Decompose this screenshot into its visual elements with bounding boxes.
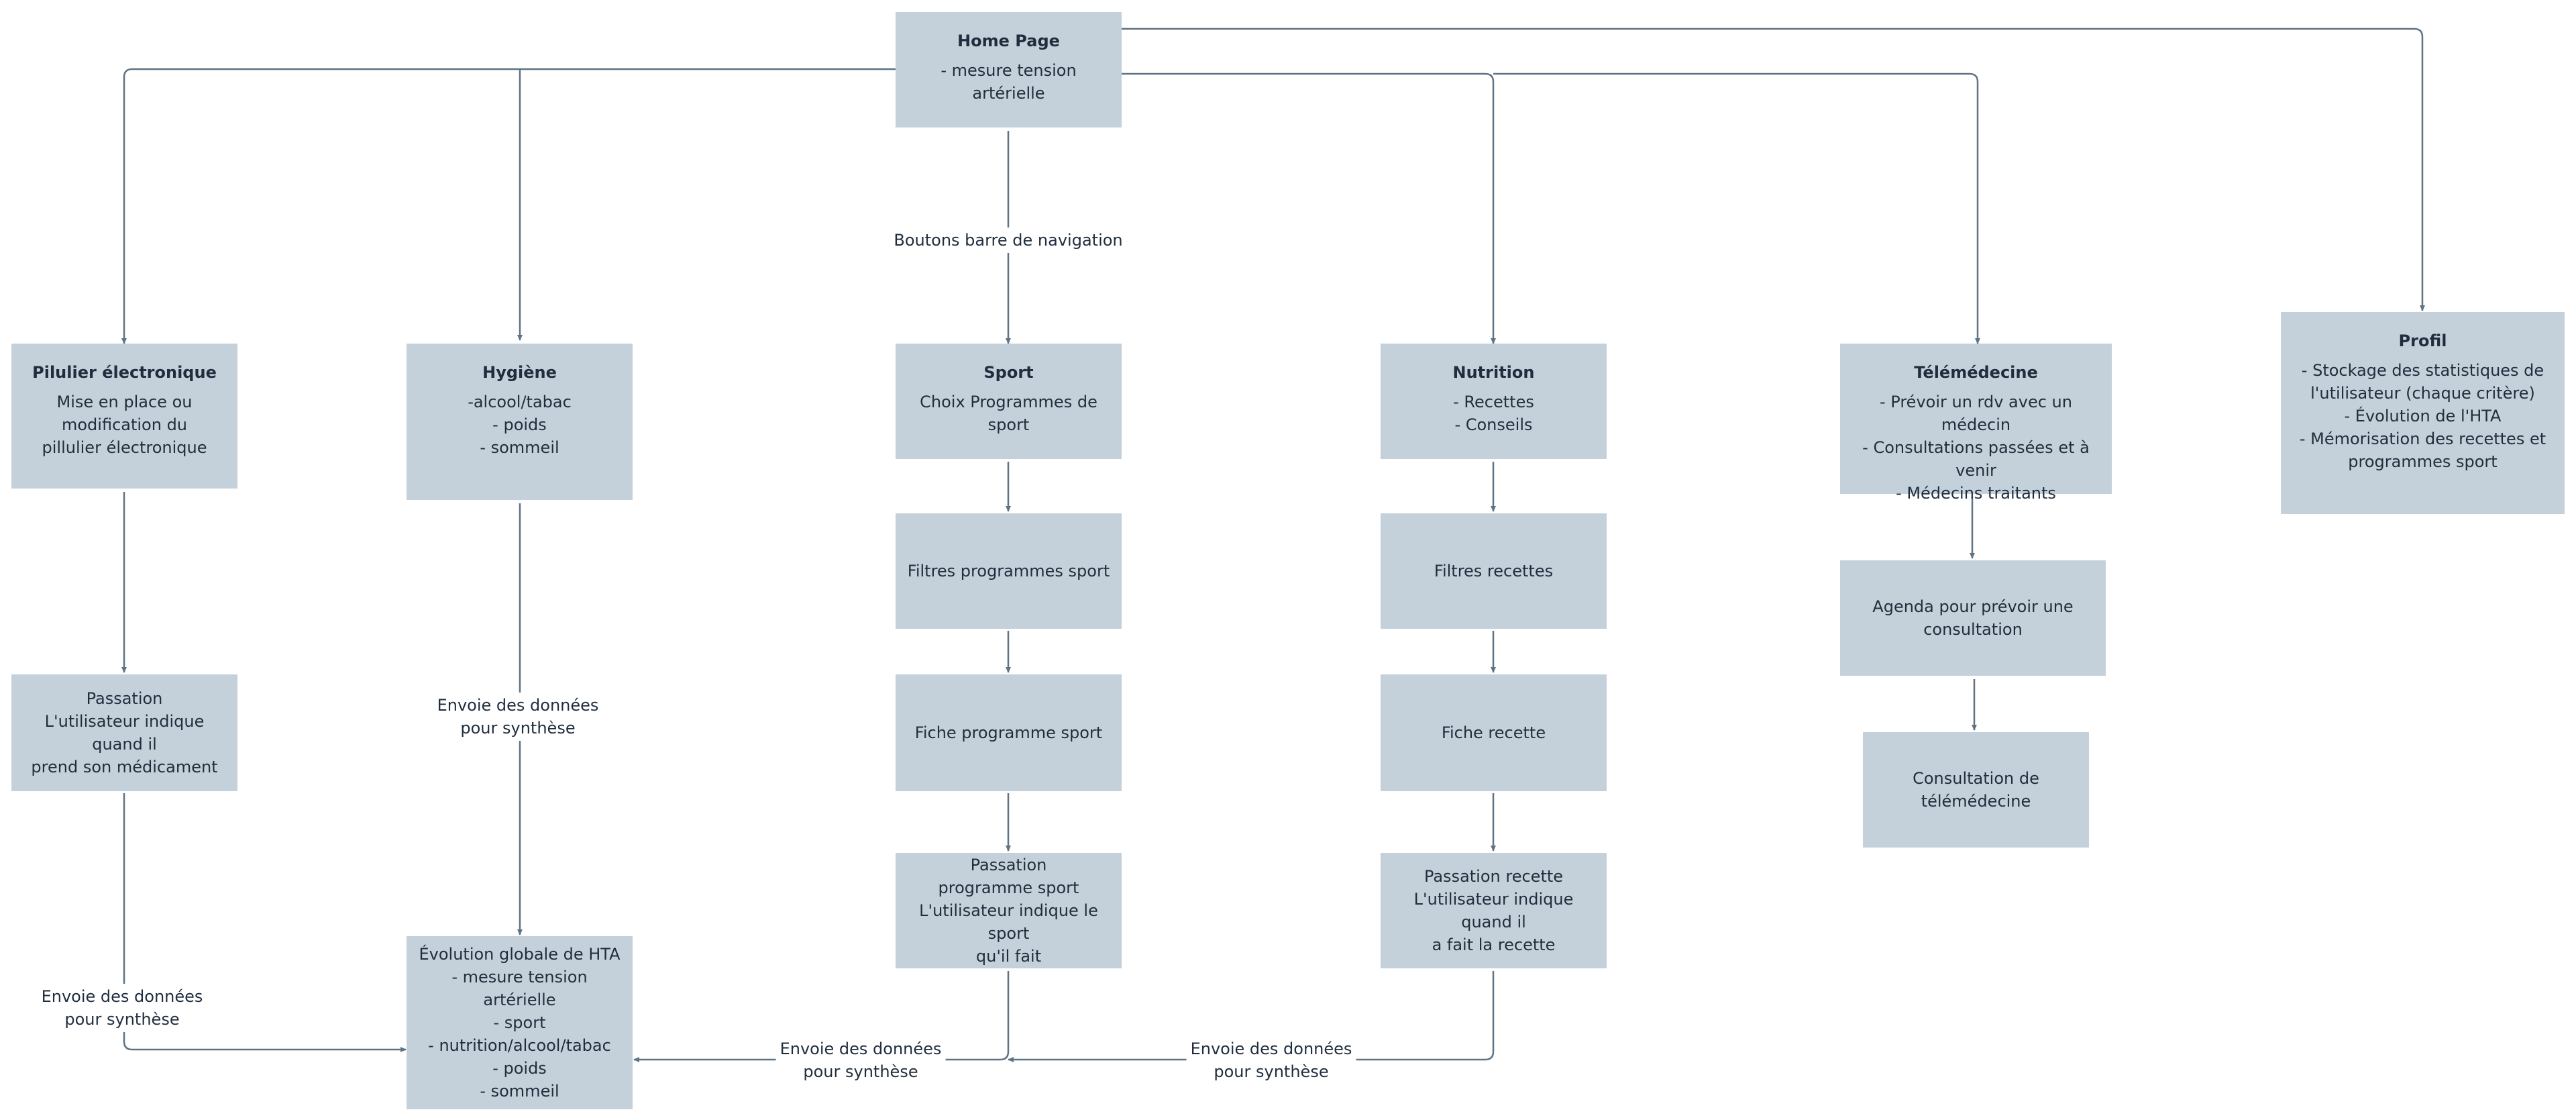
node-body: Passation L'utilisateur indique quand il… [31, 689, 218, 776]
node-title: Sport [983, 363, 1034, 382]
edge-home-profil [1122, 28, 2425, 311]
node-body: - Recettes - Conseils [1453, 393, 1534, 434]
node-body: Fiche recette [1441, 723, 1546, 742]
node-body: -alcool/tabac - poids - sommeil [468, 393, 572, 457]
edge-home-pilulier [121, 68, 896, 344]
node-filtres-recettes: Filtres recettes [1381, 513, 1607, 629]
edge-passation-evolution [123, 793, 407, 1052]
node-fiche-sport: Fiche programme sport [896, 674, 1122, 791]
node-nutrition: Nutrition - Recettes - Conseils [1381, 344, 1607, 459]
node-body: Mise en place ou modification du pilluli… [42, 393, 207, 457]
node-body: Consultation de télémédecine [1913, 769, 2039, 811]
node-pilulier: Pilulier électronique Mise en place ou m… [11, 344, 237, 489]
node-body: Évolution globale de HTA - mesure tensio… [419, 945, 621, 1101]
node-body: Passation programme sport L'utilisateur … [919, 856, 1098, 966]
edge-label-sport-synthese: Envoie des données pour synthèse [775, 1036, 946, 1084]
edge-label-navigation: Boutons barre de navigation [890, 227, 1127, 253]
node-body: Passation recette L'utilisateur indique … [1413, 867, 1574, 954]
edge-home-telemedecine [1493, 72, 1980, 344]
node-body: Choix Programmes de sport [920, 393, 1097, 434]
node-agenda: Agenda pour prévoir une consultation [1840, 560, 2106, 676]
node-passation: Passation L'utilisateur indique quand il… [11, 674, 237, 791]
node-body: Filtres programmes sport [907, 562, 1110, 580]
node-passation-sport: Passation programme sport L'utilisateur … [896, 853, 1122, 968]
node-body: - mesure tension artérielle [941, 61, 1077, 103]
edge-home-nutrition [1122, 72, 1496, 344]
node-consultation: Consultation de télémédecine [1863, 732, 2089, 848]
node-body: - Stockage des statistiques de l'utilisa… [2299, 361, 2546, 471]
node-title: Profil [2398, 332, 2447, 350]
node-body: Filtres recettes [1434, 562, 1554, 580]
node-profil: Profil - Stockage des statistiques de l'… [2281, 312, 2565, 514]
node-telemedecine: Télémédecine - Prévoir un rdv avec un mé… [1840, 344, 2112, 503]
edge-label-recette-synthese: Envoie des données pour synthèse [1186, 1036, 1356, 1084]
edge-label-pilulier-synthese: Envoie des données pour synthèse [37, 984, 207, 1032]
node-title: Home Page [957, 32, 1060, 50]
node-title: Télémédecine [1914, 363, 2038, 382]
node-evolution-hta: Évolution globale de HTA - mesure tensio… [407, 936, 633, 1109]
node-fiche-recette: Fiche recette [1381, 674, 1607, 791]
edge-label-hygiene-synthese: Envoie des données pour synthèse [433, 693, 603, 741]
node-title: Hygiène [482, 363, 557, 382]
node-title: Nutrition [1452, 363, 1535, 382]
node-title: Pilulier électronique [32, 363, 217, 382]
node-body: Agenda pour prévoir une consultation [1872, 597, 2074, 639]
node-body: - Prévoir un rdv avec un médecin - Consu… [1862, 393, 2090, 503]
node-home-page: Home Page - mesure tension artérielle [896, 12, 1122, 128]
edge-sport-evolution [633, 971, 1010, 1062]
edge-recette-evolution [1008, 971, 1495, 1062]
node-body: Fiche programme sport [914, 723, 1103, 742]
node-hygiene: Hygiène -alcool/tabac - poids - sommeil [407, 344, 633, 500]
node-filtres-sport: Filtres programmes sport [896, 513, 1122, 629]
node-sport: Sport Choix Programmes de sport [896, 344, 1122, 459]
node-passation-recette: Passation recette L'utilisateur indique … [1381, 853, 1607, 968]
